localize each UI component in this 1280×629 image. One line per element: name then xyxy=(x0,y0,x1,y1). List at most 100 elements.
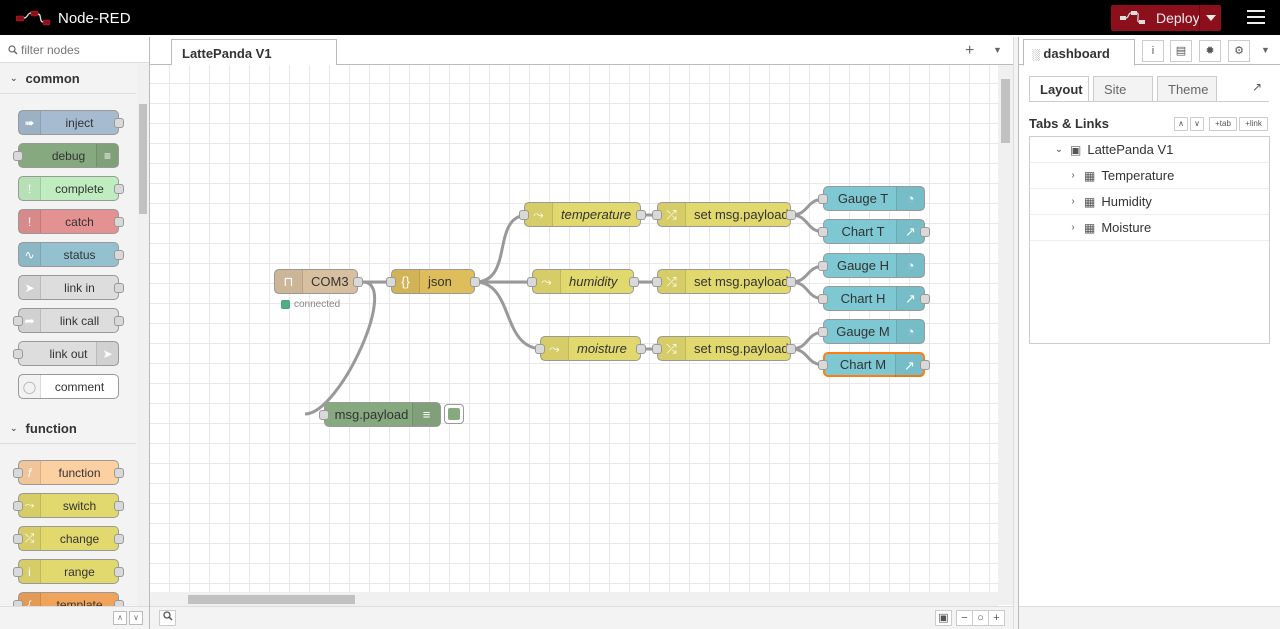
category-common[interactable]: ⌄ common xyxy=(0,64,136,94)
flow-node-com3[interactable]: ⊓COM3 xyxy=(274,269,358,294)
canvas-vertical-scrollbar[interactable] xyxy=(998,65,1013,605)
output-port[interactable] xyxy=(786,277,796,287)
deploy-button[interactable]: Deploy xyxy=(1111,5,1221,31)
input-port[interactable] xyxy=(319,410,329,420)
output-port[interactable] xyxy=(920,360,930,370)
input-port[interactable] xyxy=(818,261,828,271)
expand-all-icon[interactable]: ∨ xyxy=(129,611,143,625)
flow-node-set1[interactable]: ⤮set msg.payload xyxy=(657,202,791,227)
wire[interactable] xyxy=(474,280,544,351)
palette-node-link-in[interactable]: ➤link in xyxy=(18,275,119,300)
output-port[interactable] xyxy=(786,210,796,220)
output-port[interactable] xyxy=(920,227,930,237)
scrollbar-thumb[interactable] xyxy=(139,104,147,214)
output-port[interactable] xyxy=(470,277,480,287)
help-book-icon[interactable]: ▤ xyxy=(1170,40,1192,62)
input-port[interactable] xyxy=(818,360,828,370)
flow-node-chart-h[interactable]: Chart H↗ xyxy=(823,286,925,311)
input-port[interactable] xyxy=(818,194,828,204)
palette-node-change[interactable]: ⤮change xyxy=(18,526,119,551)
input-port[interactable] xyxy=(527,277,537,287)
wire[interactable] xyxy=(304,280,377,416)
input-port[interactable] xyxy=(519,210,529,220)
flow-node-debug[interactable]: msg.payload≡ xyxy=(324,402,441,427)
palette-node-inject[interactable]: ➠inject xyxy=(18,110,119,135)
tree-item-humidity[interactable]: › ▦ Humidity xyxy=(1030,189,1269,215)
scrollbar-thumb[interactable] xyxy=(188,595,355,604)
palette-node-complete[interactable]: !complete xyxy=(18,176,119,201)
zoom-reset-icon[interactable]: ○ xyxy=(972,610,989,626)
add-flow-icon[interactable]: + xyxy=(965,42,975,59)
input-port[interactable] xyxy=(818,227,828,237)
sidebar-menu-caret-icon[interactable]: ▼ xyxy=(1261,45,1270,55)
palette-node-status[interactable]: ∿status xyxy=(18,242,119,267)
output-port[interactable] xyxy=(636,344,646,354)
palette-node-template[interactable]: {template xyxy=(18,592,119,606)
scrollbar-thumb[interactable] xyxy=(1001,79,1010,143)
input-port[interactable] xyxy=(652,344,662,354)
search-flows-icon[interactable] xyxy=(159,610,176,626)
output-port[interactable] xyxy=(629,277,639,287)
list-flows-caret-icon[interactable]: ▼ xyxy=(993,45,1002,55)
palette-node-debug[interactable]: debug≡ xyxy=(18,143,119,168)
flow-node-chart-m[interactable]: Chart M↗ xyxy=(823,352,925,377)
tab-site[interactable]: Site xyxy=(1093,76,1153,102)
output-port[interactable] xyxy=(636,210,646,220)
flow-node-json[interactable]: {}json xyxy=(391,269,475,294)
sidebar-separator[interactable] xyxy=(1013,37,1018,629)
palette-node-comment[interactable]: ◯comment xyxy=(18,374,119,399)
palette-node-switch[interactable]: ⤳switch xyxy=(18,493,119,518)
debug-bug-icon[interactable]: ✹ xyxy=(1199,40,1221,62)
input-port[interactable] xyxy=(535,344,545,354)
input-port[interactable] xyxy=(652,277,662,287)
tab-lattepanda-v1[interactable]: LattePanda V1 xyxy=(171,39,337,66)
tab-layout[interactable]: Layout xyxy=(1029,76,1089,102)
tree-item-lattepanda-v1[interactable]: ⌄ ▣ LattePanda V1 xyxy=(1030,137,1269,163)
chevron-right-icon[interactable]: › xyxy=(1071,170,1075,181)
chevron-right-icon[interactable]: › xyxy=(1071,196,1075,207)
category-function[interactable]: ⌄ function xyxy=(0,414,136,444)
tree-item-temperature[interactable]: › ▦ Temperature xyxy=(1030,163,1269,189)
navigator-map-icon[interactable]: ▣ xyxy=(935,610,952,626)
input-port[interactable] xyxy=(386,277,396,287)
collapse-all-icon[interactable]: ∧ xyxy=(113,611,127,625)
add-link-button[interactable]: +link xyxy=(1239,117,1268,131)
tab-theme[interactable]: Theme xyxy=(1157,76,1217,102)
flow-node-moisture[interactable]: ⤳moisture xyxy=(540,336,641,361)
collapse-all-icon[interactable]: ∧ xyxy=(1174,117,1188,131)
palette-scrollbar[interactable] xyxy=(137,64,149,606)
canvas-horizontal-scrollbar[interactable] xyxy=(150,592,998,606)
flow-node-set2[interactable]: ⤮set msg.payload xyxy=(657,269,791,294)
palette-node-catch[interactable]: !catch xyxy=(18,209,119,234)
tree-item-moisture[interactable]: › ▦ Moisture xyxy=(1030,215,1269,241)
deploy-menu-caret[interactable] xyxy=(1199,5,1221,31)
flow-node-set3[interactable]: ⤮set msg.payload xyxy=(657,336,791,361)
input-port[interactable] xyxy=(818,294,828,304)
flow-node-humidity[interactable]: ⤳humidity xyxy=(532,269,634,294)
filter-nodes-input[interactable] xyxy=(21,42,141,57)
open-dashboard-external-icon[interactable]: ↗ xyxy=(1252,80,1263,94)
output-port[interactable] xyxy=(786,344,796,354)
info-icon[interactable]: i xyxy=(1142,40,1164,62)
input-port[interactable] xyxy=(818,327,828,337)
chevron-down-icon[interactable]: ⌄ xyxy=(1054,144,1064,155)
chevron-right-icon[interactable]: › xyxy=(1071,222,1075,233)
add-tab-button[interactable]: +tab xyxy=(1209,117,1237,131)
palette-node-link-call[interactable]: ➦link call xyxy=(18,308,119,333)
input-port[interactable] xyxy=(652,210,662,220)
zoom-out-icon[interactable]: − xyxy=(956,610,973,626)
main-menu-button[interactable] xyxy=(1247,10,1265,26)
output-port[interactable] xyxy=(920,294,930,304)
expand-all-icon[interactable]: ∨ xyxy=(1190,117,1204,131)
config-gear-icon[interactable]: ⚙ xyxy=(1228,40,1250,62)
palette-node-link-out[interactable]: link out➤ xyxy=(18,341,119,366)
debug-toggle-button[interactable] xyxy=(444,404,464,424)
flow-node-chart-t[interactable]: Chart T↗ xyxy=(823,219,925,244)
flow-node-gauge-m[interactable]: Gauge M◔ xyxy=(823,319,925,344)
flow-node-gauge-h[interactable]: Gauge H◔ xyxy=(823,253,925,278)
flow-node-temperature[interactable]: ⤳temperature xyxy=(524,202,641,227)
output-port[interactable] xyxy=(353,277,363,287)
